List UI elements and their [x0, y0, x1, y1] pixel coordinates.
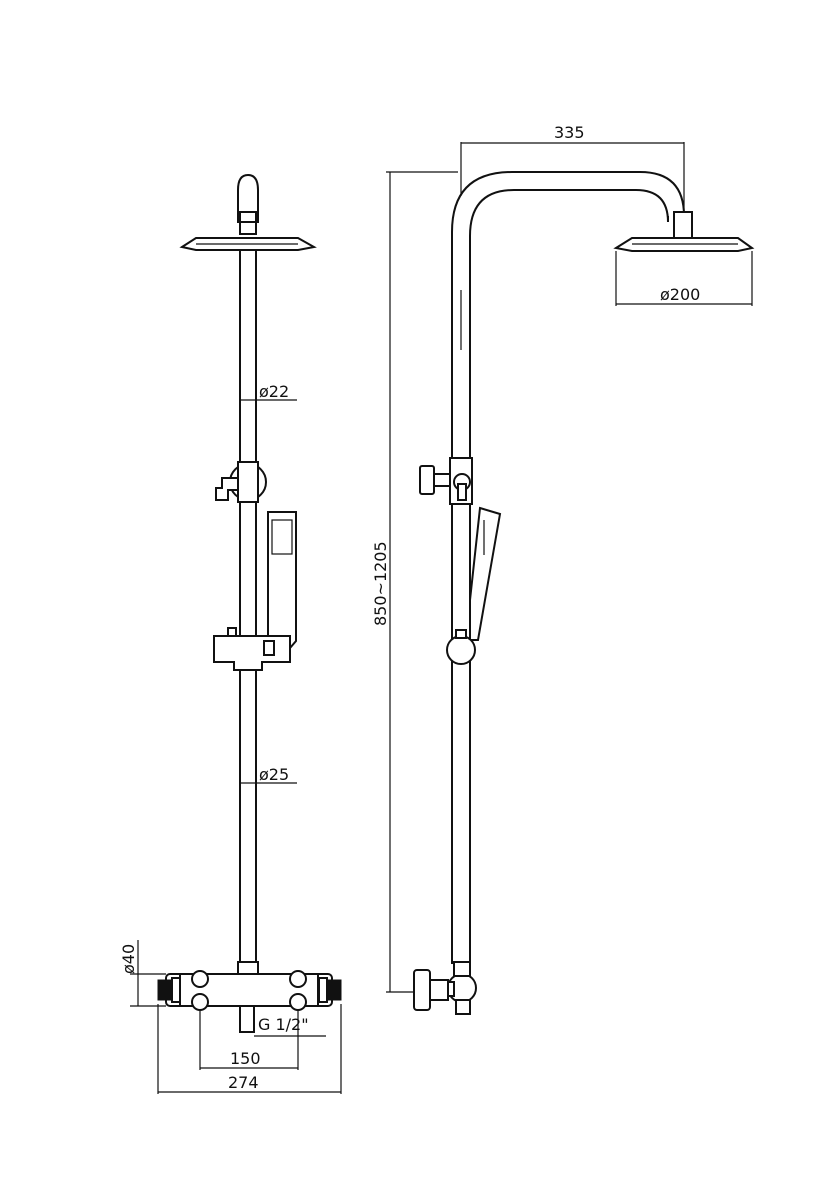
side-slider	[446, 635, 476, 665]
side-riser-outer	[451, 171, 685, 964]
side-view: ø200 335 850~1205	[371, 123, 755, 1015]
front-valve-diameter: ø40	[119, 944, 138, 974]
front-bottom-outlet	[239, 1005, 255, 1033]
front-upper-pipe-diameter: ø22	[259, 382, 289, 401]
side-head-diameter: ø200	[660, 285, 700, 304]
front-top-cap	[237, 173, 259, 223]
side-head-connector	[673, 211, 693, 239]
front-view: ø22 ø25	[119, 173, 342, 1094]
front-lower-pipe-diameter: ø25	[259, 765, 289, 784]
front-overall-width: 274	[228, 1073, 259, 1092]
front-slider-bracket	[213, 635, 291, 671]
side-hand-shower	[469, 506, 502, 641]
front-head-collar	[239, 211, 257, 235]
front-diverter-lever	[215, 477, 239, 501]
side-height-range: 850~1205	[371, 541, 390, 626]
front-valve-body	[165, 973, 333, 1007]
front-inlet-spacing: 150	[230, 1049, 261, 1068]
side-valve-knob	[413, 969, 431, 1011]
front-hand-shower-spray-face	[271, 519, 293, 555]
side-arm-projection: 335	[554, 123, 585, 142]
front-inlet-thread: G 1/2"	[258, 1015, 309, 1034]
side-diverter-knob	[419, 465, 435, 495]
front-left-knob	[157, 979, 173, 1001]
side-riser-inner	[469, 189, 669, 964]
front-pipe-coupling	[237, 961, 259, 975]
front-right-knob	[326, 979, 342, 1001]
